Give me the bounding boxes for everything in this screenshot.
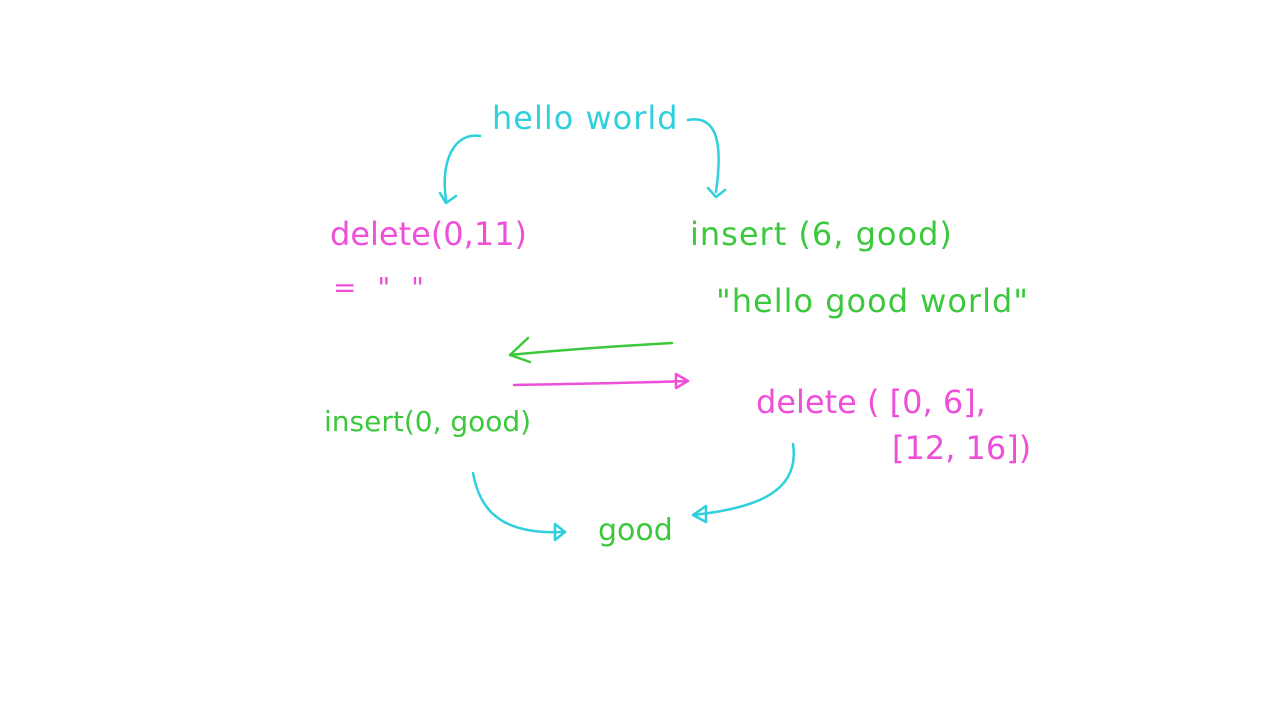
arrow-top-to-right — [686, 118, 720, 194]
arrow-left-to-bottom — [471, 471, 567, 534]
arrowhead-right-to-bottom — [691, 504, 708, 524]
node-delete-op: delete(0,11) — [330, 215, 528, 253]
node-delete-result: = " " — [333, 271, 431, 304]
arrow-right-to-bottom — [691, 442, 796, 517]
arrowhead-right-to-left — [508, 336, 532, 364]
arrow-left-to-right — [512, 379, 690, 387]
arrow-top-to-left — [443, 134, 482, 202]
node-insert-result: "hello good world" — [716, 282, 1029, 320]
node-hello-world: hello world — [492, 99, 679, 137]
arrowhead-left-to-bottom — [553, 522, 567, 542]
node-insert-op: insert (6, good) — [690, 215, 953, 253]
node-good: good — [598, 513, 673, 548]
node-transformed-delete-line1: delete ( [0, 6], — [756, 383, 986, 421]
node-transformed-insert: insert(0, good) — [324, 405, 532, 438]
arrowhead-top-to-left — [438, 191, 458, 205]
arrow-right-to-left — [508, 341, 674, 357]
arrowhead-top-to-right — [706, 186, 727, 199]
arrowhead-left-to-right — [674, 372, 690, 390]
node-transformed-delete-line2: [12, 16]) — [892, 429, 1032, 467]
